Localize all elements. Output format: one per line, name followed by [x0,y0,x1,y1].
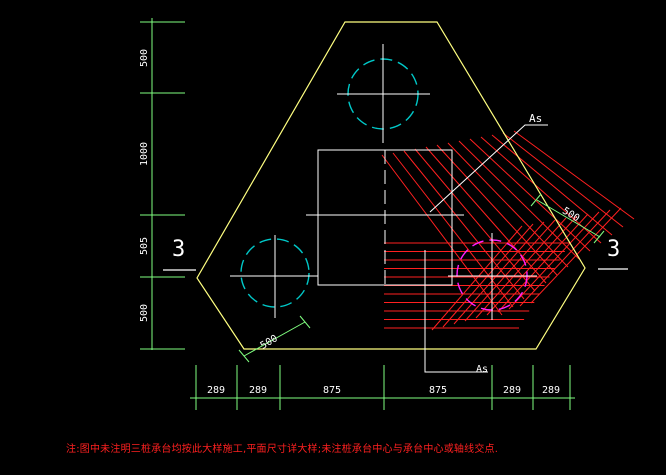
rebar-bar [436,144,558,276]
rebar-bar [491,134,613,236]
rebar-bar [513,130,635,220]
section-marker-right: 3 [598,237,628,270]
bottom-dim-chain [190,365,575,410]
rebar-bar [453,221,545,325]
dim-500-left [238,315,311,363]
rebar-bar [469,138,591,252]
bottom-dim-label: 875 [323,385,341,396]
rebar-bar [414,148,536,292]
pile-bottom-right [448,233,537,320]
as-leaders [424,124,548,373]
left-dim-label: 500 [139,49,150,67]
rebar-bar [497,213,589,313]
rebar-bar [502,132,624,228]
bottom-dim-label: 875 [429,385,447,396]
left-dim-label: 1000 [139,142,150,166]
pile-bottom-left [230,235,318,318]
left-dim-labels: 500 1000 505 500 [139,49,150,322]
rebar-diagonal-group-2 [431,207,622,331]
svg-text:3: 3 [607,237,620,262]
rebar-bar [458,140,580,260]
as-label-upper: As [529,112,542,125]
dim-500-right [530,193,605,244]
rebar-bar [519,209,611,307]
rebar-bar [403,150,525,300]
rebar-bar [381,154,503,316]
as-label-lower: As [476,364,488,375]
svg-text:3: 3 [172,237,185,262]
bottom-dim-label: 289 [249,385,267,396]
rebar-bar [447,142,569,268]
rebar-bar [486,215,578,316]
rebar-bar [464,219,556,322]
bottom-dim-labels: 289 289 875 875 289 289 [207,385,560,396]
rebar-diagonal-group [381,130,635,316]
section-marker-left: 3 [163,237,196,271]
rebar-bar [530,207,622,304]
left-dim-label: 500 [139,304,150,322]
bottom-dim-label: 289 [503,385,521,396]
rebar-bar [475,217,567,319]
drawing-note: 注:图中未注明三桩承台均按此大样施工,平面尺寸详大样;未注桩承台中心与承台中心或… [66,444,499,455]
left-dim-label: 505 [139,237,150,255]
bottom-dim-label: 289 [542,385,560,396]
left-dim-chain [140,18,185,350]
rebar-bar [392,152,514,308]
pile-top [337,44,430,143]
center-axis [306,150,464,285]
bottom-dim-label: 289 [207,385,225,396]
pile-cap-outline [196,21,586,350]
